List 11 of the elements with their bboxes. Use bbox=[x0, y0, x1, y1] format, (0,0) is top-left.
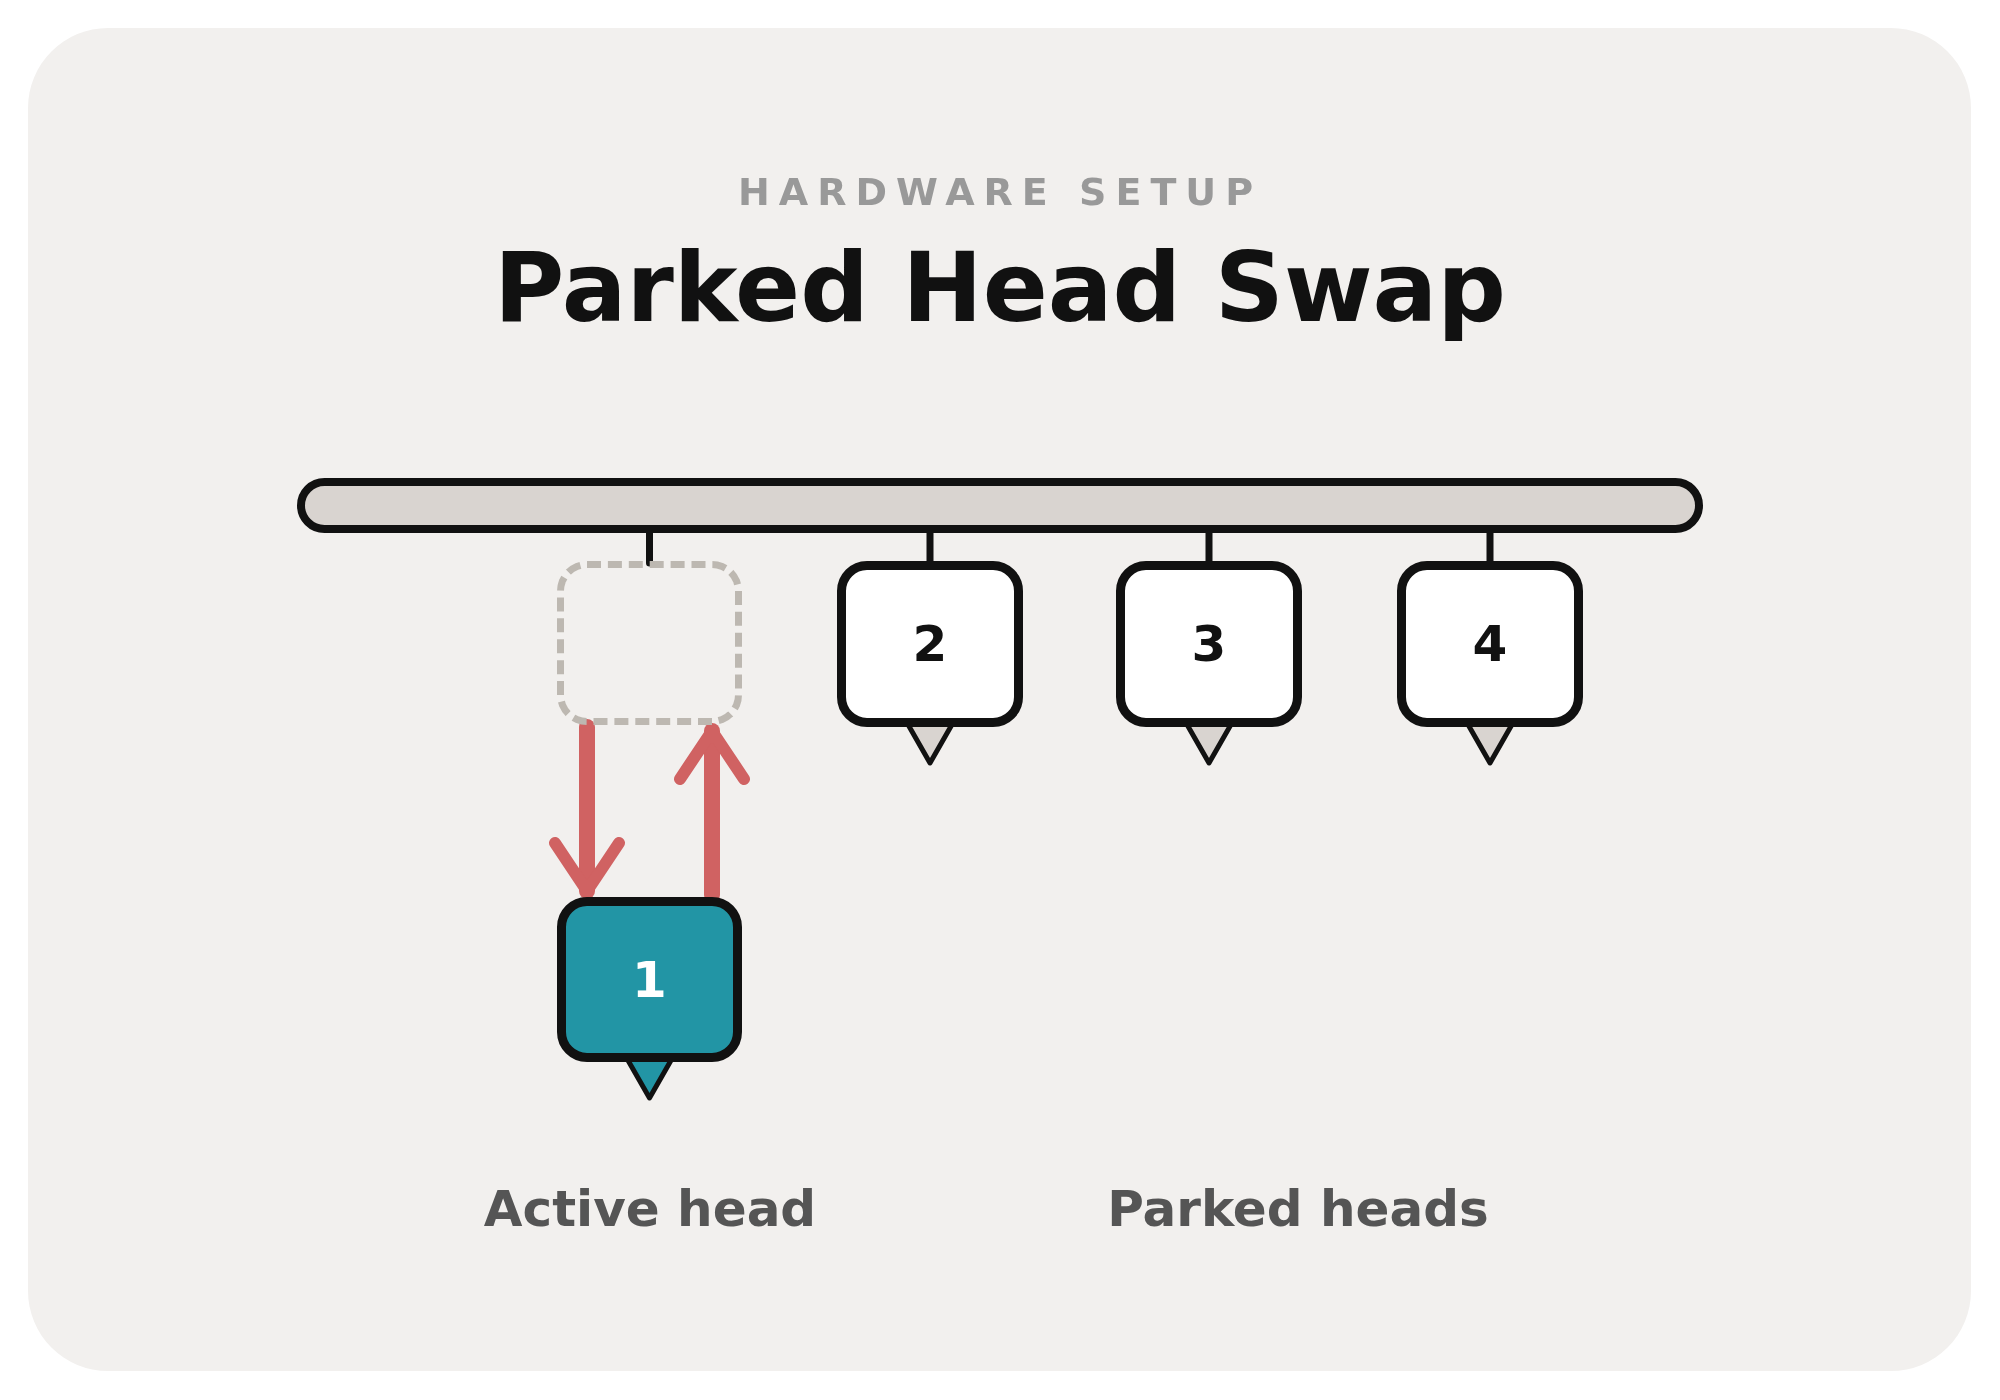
empty-slot bbox=[557, 561, 742, 725]
tool-head: 4 bbox=[1397, 561, 1583, 727]
caption-label: Parked heads bbox=[1107, 1180, 1489, 1238]
title: Parked Head Swap bbox=[493, 232, 1507, 344]
tool-head: 2 bbox=[837, 561, 1023, 727]
arrow bbox=[549, 719, 625, 899]
rail bbox=[297, 478, 1703, 533]
active-tool-head: 1 bbox=[557, 897, 742, 1062]
tool-head: 3 bbox=[1116, 561, 1302, 727]
caption-label: Active head bbox=[483, 1180, 817, 1238]
kicker-text: HARDWARE SETUP bbox=[738, 170, 1262, 214]
